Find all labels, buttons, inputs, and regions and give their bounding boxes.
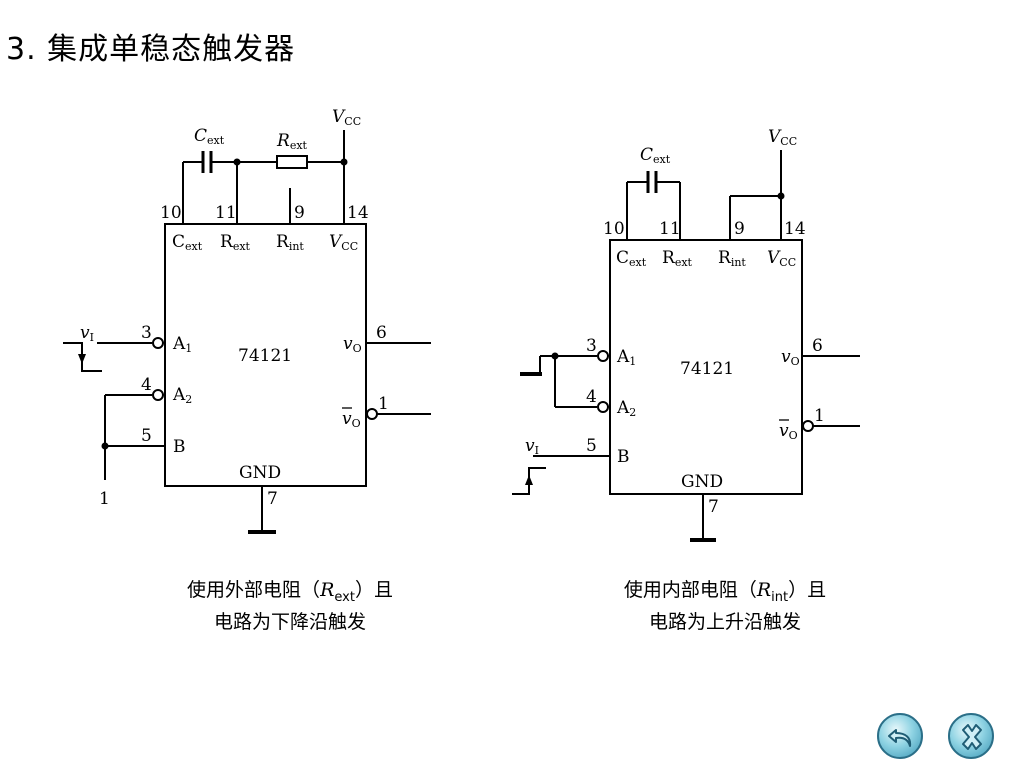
right-caption: 使用内部电阻（Rint）且 电路为上升沿触发 (623, 579, 827, 633)
close-x-icon (962, 724, 982, 750)
svg-text:6: 6 (812, 336, 823, 356)
svg-text:vO: vO (343, 334, 362, 355)
svg-text:vO: vO (781, 347, 800, 368)
svg-text:Rint: Rint (276, 232, 304, 253)
svg-text:VCC: VCC (329, 232, 358, 253)
svg-text:vI: vI (80, 323, 94, 344)
svg-text:B: B (617, 447, 630, 467)
svg-text:Cext: Cext (172, 232, 203, 253)
page-title: 3. 集成单稳态触发器 (6, 32, 296, 67)
svg-text:10: 10 (160, 203, 182, 223)
svg-text:3: 3 (141, 323, 152, 343)
svg-text:Rext: Rext (662, 248, 693, 269)
close-button[interactable] (948, 713, 994, 759)
svg-text:74121: 74121 (680, 359, 734, 379)
svg-text:GND: GND (239, 463, 281, 483)
left-caption: 使用外部电阻（Rext）且 电路为下降沿触发 (187, 579, 393, 633)
svg-text:Rext: Rext (276, 131, 308, 152)
svg-text:Cext: Cext (640, 145, 671, 166)
svg-text:9: 9 (294, 203, 305, 223)
back-arrow-icon (888, 729, 912, 747)
svg-text:11: 11 (215, 203, 237, 223)
svg-text:VCC: VCC (768, 127, 797, 148)
svg-text:vO: vO (779, 421, 798, 442)
svg-text:7: 7 (267, 489, 278, 509)
svg-text:11: 11 (659, 219, 681, 239)
svg-text:Cext: Cext (194, 126, 225, 147)
svg-text:A2: A2 (616, 398, 636, 419)
svg-text:A1: A1 (616, 347, 636, 368)
svg-text:3: 3 (586, 336, 597, 356)
svg-text:1: 1 (378, 394, 389, 414)
svg-text:9: 9 (734, 219, 745, 239)
svg-text:vI: vI (525, 436, 539, 457)
left-chip-body (164, 223, 367, 487)
svg-text:Cext: Cext (616, 248, 647, 269)
svg-text:14: 14 (347, 203, 369, 223)
svg-text:5: 5 (586, 436, 597, 456)
svg-text:4: 4 (141, 375, 152, 395)
svg-text:Rext: Rext (220, 232, 251, 253)
svg-text:14: 14 (784, 219, 806, 239)
svg-text:A2: A2 (172, 385, 192, 406)
svg-text:10: 10 (603, 219, 625, 239)
svg-text:7: 7 (708, 497, 719, 517)
svg-text:VCC: VCC (332, 107, 361, 128)
svg-text:B: B (173, 437, 186, 457)
svg-text:VCC: VCC (767, 248, 796, 269)
svg-text:Rint: Rint (718, 248, 746, 269)
svg-text:A1: A1 (172, 334, 192, 355)
svg-text:74121: 74121 (238, 346, 292, 366)
svg-text:GND: GND (681, 472, 723, 492)
svg-text:4: 4 (586, 387, 597, 407)
back-button[interactable] (877, 713, 923, 759)
svg-text:5: 5 (141, 426, 152, 446)
svg-text:6: 6 (376, 323, 387, 343)
svg-text:vO: vO (342, 409, 361, 430)
svg-text:1: 1 (99, 489, 110, 509)
svg-text:1: 1 (814, 406, 825, 426)
right-chip-body (609, 239, 803, 495)
